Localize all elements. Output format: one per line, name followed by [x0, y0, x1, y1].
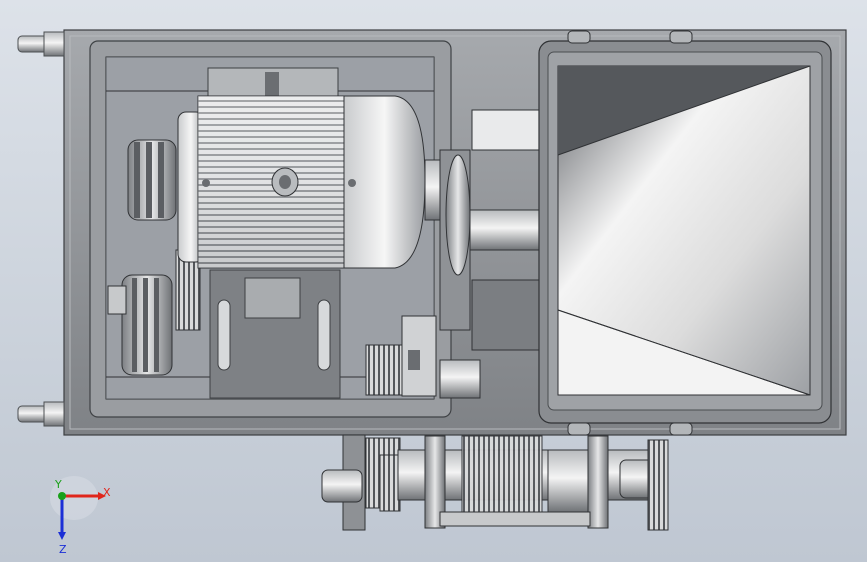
- axis-triad[interactable]: X Y Z: [50, 476, 111, 556]
- y-axis-point: [58, 492, 66, 500]
- cutter-shaft-assembly: [321, 434, 669, 531]
- mounting-bolt-bottom-left: [17, 401, 65, 427]
- z-axis-arrowhead: [58, 532, 66, 540]
- drive-pulley: [107, 139, 177, 376]
- motor-mount-bracket: [207, 67, 341, 399]
- drive-gear-left: [175, 249, 201, 331]
- feed-hopper: [538, 40, 832, 424]
- hopper-clips: [567, 30, 693, 436]
- shaft-coupling: [424, 109, 541, 351]
- y-axis-label: Y: [54, 478, 62, 491]
- electric-motor: [177, 95, 426, 269]
- z-axis-label: Z: [59, 543, 67, 556]
- mounting-bolt-top-left: [17, 31, 65, 57]
- lower-gear-block: [365, 315, 481, 399]
- x-axis-label: X: [103, 486, 111, 499]
- x-axis-arrowhead: [98, 492, 106, 500]
